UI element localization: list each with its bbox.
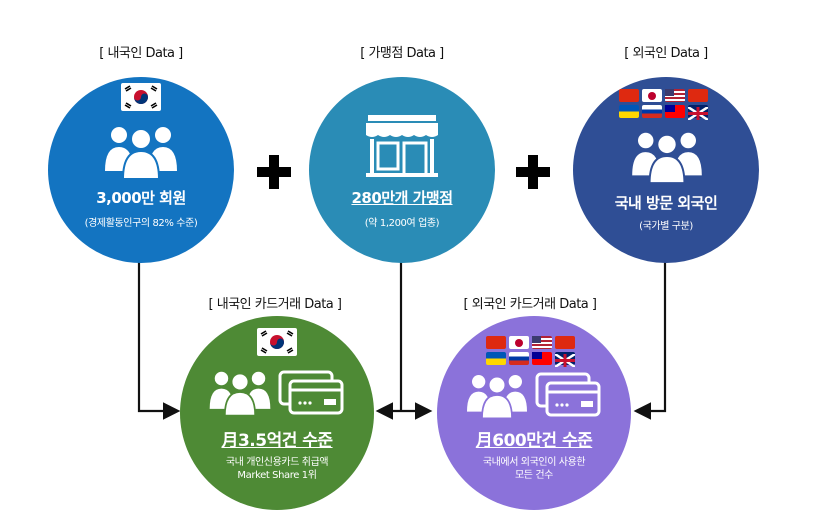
foreign-card-circle: 月600만건 수준 국내에서 외국인이 사용한 모든 건수 xyxy=(437,316,631,510)
korea-flag-icon xyxy=(121,83,161,111)
label-foreign-card-data: [ 외국인 카드거래 Data ] xyxy=(463,297,597,312)
foreign-visitors-title: 국내 방문 외국인 xyxy=(614,194,718,212)
storefront-icon xyxy=(366,115,438,177)
credit-card-icon xyxy=(278,370,344,415)
foreign-card-sub2: 모든 건수 xyxy=(515,470,553,481)
label-foreign-data: [ 외국인 Data ] xyxy=(624,46,708,61)
merchant-circle: 280만개 가맹점 (약 1,200여 업종) xyxy=(309,77,495,263)
arrow-foreign-to-card xyxy=(633,262,667,420)
people-group-icon xyxy=(632,132,702,185)
merchant-count-title: 280만개 가맹점 xyxy=(351,189,453,207)
arrow-domestic-to-card xyxy=(137,262,181,420)
foreign-circle: 국내 방문 외국인 (국가별 구분) xyxy=(573,77,759,263)
people-group-icon xyxy=(467,375,527,420)
domestic-card-volume-title: 月3.5억건 수준 xyxy=(221,431,333,451)
plus-icon xyxy=(257,155,291,189)
foreign-card-volume-title: 月600만건 수준 xyxy=(475,431,593,451)
merchant-count-sub: (약 1,200여 업종) xyxy=(364,218,440,229)
plus-icon xyxy=(516,155,550,189)
label-merchant-data: [ 가맹점 Data ] xyxy=(360,46,444,61)
domestic-members-title: 3,000만 회원 xyxy=(96,189,186,207)
domestic-card-sub1: 국내 개인신용카드 취급액 xyxy=(225,457,329,468)
foreign-visitors-sub: (국가별 구분) xyxy=(639,221,693,232)
label-domestic-data: [ 내국인 Data ] xyxy=(99,46,183,61)
foreign-card-sub1: 국내에서 외국인이 사용한 xyxy=(482,457,586,468)
people-group-icon xyxy=(105,127,177,180)
domestic-circle: 3,000만 회원 (경제활동인구의 82% 수준) xyxy=(48,77,234,263)
domestic-card-circle: 月3.5억건 수준 국내 개인신용카드 취급액 Market Share 1위 xyxy=(180,316,374,510)
domestic-card-sub2: Market Share 1위 xyxy=(237,470,317,481)
people-group-icon xyxy=(209,371,271,417)
domestic-members-sub: (경제활동인구의 82% 수준) xyxy=(84,218,198,229)
label-domestic-card-data: [ 내국인 카드거래 Data ] xyxy=(208,297,342,312)
credit-card-icon xyxy=(535,372,601,417)
korea-flag-icon xyxy=(257,328,297,356)
